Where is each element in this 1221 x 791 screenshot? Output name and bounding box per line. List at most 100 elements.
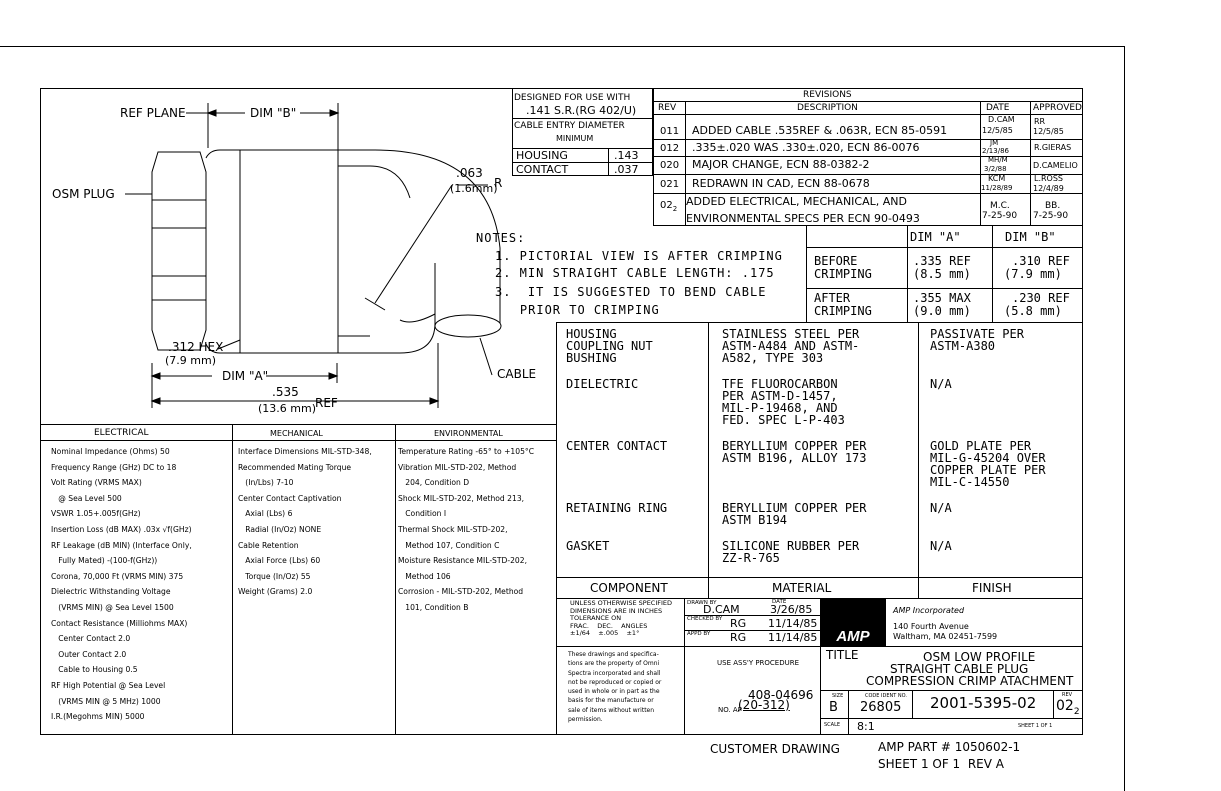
customer-drawing-label: CUSTOMER DRAWING bbox=[710, 742, 840, 756]
spec-line: Dielectric Withstanding Voltage bbox=[51, 587, 171, 597]
page-top-edge bbox=[0, 46, 1125, 47]
spec-line: Weight (Grams) 2.0 bbox=[238, 587, 313, 597]
no-ap-number: (20-312) bbox=[738, 698, 790, 712]
spec-line: Nominal Impedance (Ohms) 50 bbox=[51, 447, 170, 456]
spec-line: VSWR 1.05+.005f(GHz) bbox=[51, 509, 141, 519]
spec-line: Condition I bbox=[398, 509, 447, 519]
spec-line: Frequency Range (GHz) DC to 18 bbox=[51, 462, 177, 472]
spec-line: Corona, 70,000 Ft (VRMS MIN) 375 bbox=[51, 571, 184, 581]
tolerance-note: UNLESS OTHERWISE SPECIFIED DIMENSIONS AR… bbox=[570, 599, 673, 637]
rev-label: REV bbox=[1062, 692, 1073, 698]
note-item: PRIOR TO CRIMPING bbox=[487, 303, 660, 317]
mechanical-title: MECHANICAL bbox=[270, 429, 323, 438]
spec-line: Volt Rating (VRMS MAX) bbox=[51, 478, 142, 488]
radius-in-label: .063 bbox=[456, 166, 483, 180]
spec-line: (VRMS MIN) @ Sea Level 1500 bbox=[51, 602, 174, 612]
note-item: 2. MIN STRAIGHT CABLE LENGTH: .175 bbox=[495, 266, 775, 280]
environmental-specs: Temperature Rating -65° to +105°C Vibrat… bbox=[398, 444, 534, 616]
date-header: DATE bbox=[986, 103, 1010, 113]
spec-line: Interface Dimensions MIL-STD-348, bbox=[238, 447, 372, 456]
spec-line: Thermal Shock MIL-STD-202, bbox=[398, 524, 508, 534]
amp-logo: AMP bbox=[820, 598, 886, 646]
code-ident-label: CODE IDENT NO. bbox=[865, 693, 907, 699]
title-label: TITLE bbox=[826, 648, 859, 662]
design-note-line2: .141 S.R.(RG 402/U) bbox=[526, 104, 637, 117]
spec-line: Temperature Rating -65° to +105°C bbox=[398, 447, 535, 456]
length-in-label: .535 bbox=[272, 385, 299, 399]
spec-line: Recommended Mating Torque bbox=[238, 462, 352, 472]
revisions-title: REVISIONS bbox=[803, 90, 852, 100]
radius-mm-label: (1.6mm) bbox=[450, 182, 498, 195]
scale-label: SCALE bbox=[824, 722, 841, 728]
osm-plug-label: OSM PLUG bbox=[52, 187, 115, 201]
spec-line: Vibration MIL-STD-202, Method bbox=[398, 462, 517, 472]
footer-sheet-rev: SHEET 1 OF 1 REV A bbox=[878, 757, 1004, 771]
drawn-date: 3/26/85 bbox=[770, 603, 813, 616]
spec-line: Fully Mated) -(100-f(GHz)) bbox=[51, 556, 158, 566]
length-mm-label: (13.6 mm) bbox=[258, 402, 317, 415]
cable-label: CABLE bbox=[497, 367, 537, 381]
spec-line: Shock MIL-STD-202, Method 213, bbox=[398, 493, 525, 503]
spec-line: Cable Retention bbox=[238, 540, 299, 550]
design-note-line4: MINIMUM bbox=[556, 134, 594, 143]
connector-drawing bbox=[125, 103, 502, 408]
contact-value: .037 bbox=[614, 163, 639, 176]
radius-r-label: R bbox=[494, 176, 503, 190]
spec-line: Contact Resistance (Milliohms MAX) bbox=[51, 618, 188, 628]
spec-line: Method 106 bbox=[398, 571, 451, 581]
housing-value: .143 bbox=[614, 149, 639, 162]
material-header: MATERIAL bbox=[772, 581, 832, 595]
spec-line: @ Sea Level 500 bbox=[51, 493, 122, 503]
title-line-3: COMPRESSION CRIMP ATACHMENT bbox=[866, 674, 1074, 688]
dim-a-label: DIM "A" bbox=[222, 369, 269, 383]
spec-line: Radial (In/Oz) NONE bbox=[238, 524, 322, 534]
revisions-block bbox=[653, 88, 1083, 226]
housing-label: HOUSING bbox=[516, 149, 568, 162]
length-ref-label: REF bbox=[315, 396, 338, 410]
design-note-line1: DESIGNED FOR USE WITH bbox=[514, 93, 631, 103]
title-line-2: STRAIGHT CABLE PLUG bbox=[890, 662, 1029, 676]
design-note-box bbox=[512, 88, 653, 176]
electrical-specs: Nominal Impedance (Ohms) 50 Frequency Ra… bbox=[51, 444, 192, 725]
spec-line: RF High Potential @ Sea Level bbox=[51, 680, 166, 690]
ref-plane-label: REF PLANE bbox=[120, 106, 186, 120]
hex-mm-label: (7.9 mm) bbox=[165, 354, 217, 367]
spec-line: RF Leakage (dB MIN) (Interface Only, bbox=[51, 540, 192, 550]
spec-line: Insertion Loss (dB MAX) .03x √f(GHz) bbox=[51, 524, 192, 534]
description-header: DESCRIPTION bbox=[797, 103, 858, 113]
spec-line: Corrosion - MIL-STD-202, Method bbox=[398, 587, 524, 597]
approved-date: 11/14/85 bbox=[768, 631, 818, 644]
environmental-title: ENVIRONMENTAL bbox=[434, 429, 503, 438]
spec-line: I.R.(Megohms MIN) 5000 bbox=[51, 712, 145, 722]
drawing-number: 2001-5395-02 bbox=[930, 694, 1037, 712]
rev-header: REV bbox=[658, 103, 677, 113]
page-right-edge bbox=[1124, 46, 1125, 791]
spec-line: Cable to Housing 0.5 bbox=[51, 665, 138, 675]
dim-a-header: DIM "A" bbox=[910, 230, 961, 244]
drawn-by: D.CAM bbox=[703, 603, 740, 616]
proprietary-note: These drawings and specifica- tions are … bbox=[568, 651, 662, 724]
code-ident-value: 26805 bbox=[860, 700, 902, 715]
no-ap-label: NO. AP bbox=[718, 706, 742, 714]
spec-line: 101, Condition B bbox=[398, 602, 469, 612]
spec-line: Torque (In/Oz) 55 bbox=[238, 571, 311, 581]
procedure-number: 408-04696 bbox=[748, 688, 814, 702]
sheet-label: SHEET 1 OF 1 bbox=[1018, 723, 1053, 729]
spec-line: Outer Contact 2.0 bbox=[51, 649, 127, 659]
title-line-1: OSM LOW PROFILE bbox=[923, 650, 1036, 664]
spec-line: (In/Lbs) 7-10 bbox=[238, 478, 294, 488]
scale-value: 8:1 bbox=[857, 720, 875, 733]
amp-part-number: AMP PART # 1050602-1 bbox=[878, 740, 1021, 754]
note-item: 1. PICTORIAL VIEW IS AFTER CRIMPING bbox=[495, 249, 783, 263]
note-item: 3. IT IS SUGGESTED TO BEND CABLE bbox=[495, 285, 767, 299]
checked-by-label: CHECKED BY bbox=[687, 616, 723, 622]
spec-line: 204, Condition D bbox=[398, 478, 470, 488]
approved-by: RG bbox=[730, 631, 747, 644]
electrical-title: ELECTRICAL bbox=[94, 428, 149, 438]
use-assy-label: USE ASS'Y PROCEDURE bbox=[717, 659, 800, 667]
spec-line: Method 107, Condition C bbox=[398, 540, 500, 550]
dim-b-header: DIM "B" bbox=[1005, 230, 1056, 244]
company-address-2: Waltham, MA 02451-7599 bbox=[893, 632, 998, 641]
notes-title: NOTES: bbox=[476, 231, 526, 245]
approved-by-label: APPD BY bbox=[687, 631, 711, 637]
